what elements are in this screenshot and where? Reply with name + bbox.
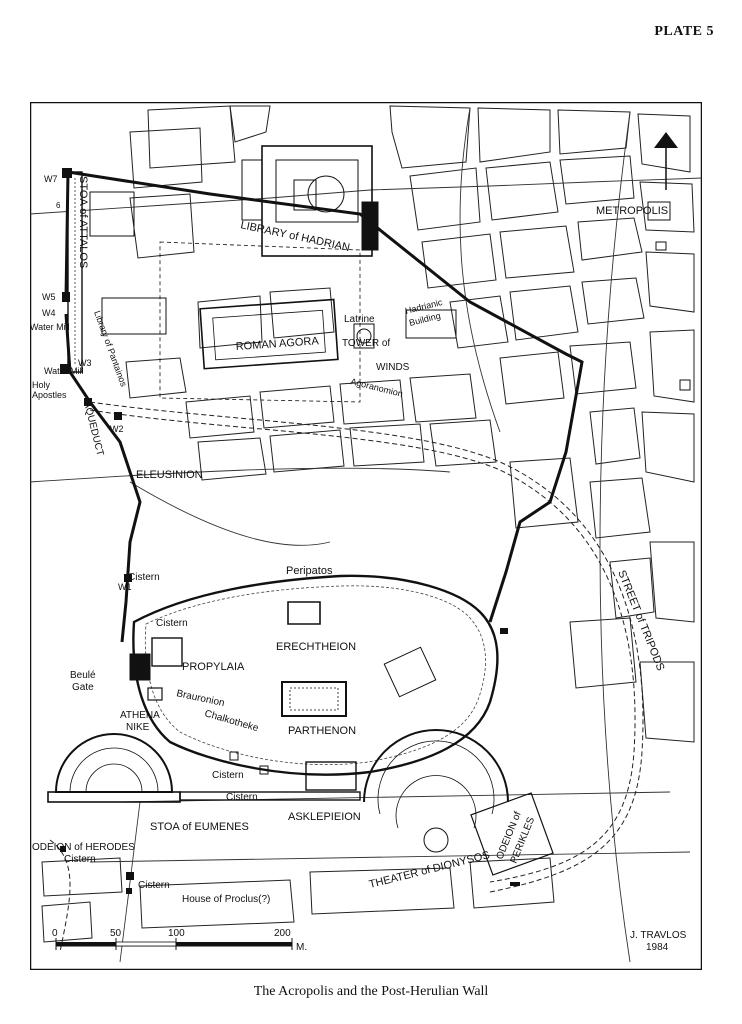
label-cistern-5: Cistern: [64, 854, 96, 865]
label-parthenon: PARTHENON: [288, 725, 356, 737]
city-blocks: [41, 105, 695, 943]
label-peripatos: Peripatos: [286, 565, 333, 577]
label-metropolis: METROPOLIS: [596, 205, 668, 217]
label-w5: W5: [42, 292, 56, 302]
roman-agora: [159, 241, 457, 403]
scale-tick-50: 50: [110, 928, 122, 939]
label-cistern-2: Cistern: [156, 618, 188, 629]
label-w2: W2: [110, 424, 124, 434]
scale-tick-0: 0: [52, 928, 58, 939]
parthenon-plan: [281, 681, 347, 717]
dashed-routes: [49, 401, 644, 953]
label-beule-1: Beulé: [70, 670, 96, 681]
map-svg: 0 50 100 200 M. J. TRAVLOS 1984 METROPOL…: [30, 102, 702, 970]
scale-unit: M.: [296, 942, 307, 953]
scale-tick-200: 200: [274, 928, 291, 939]
scale-bar: 0 50 100 200 M.: [52, 928, 307, 953]
label-athena-2: NIKE: [126, 722, 150, 733]
label-cistern-4: Cistern: [226, 792, 258, 803]
label-holy-apostles-2: Apostles: [32, 390, 67, 400]
label-w7: W7: [44, 174, 58, 184]
map-caption: The Acropolis and the Post-Herulian Wall: [253, 984, 489, 999]
label-w6: 6: [56, 201, 61, 210]
label-latrine: Latrine: [344, 314, 375, 325]
label-odeion-herodes: ODEION of HERODES: [32, 842, 135, 853]
label-beule-2: Gate: [72, 682, 94, 693]
acropolis-buildings: [129, 601, 437, 775]
label-w3: W3: [78, 358, 92, 368]
label-holy-apostles-1: Holy: [32, 380, 51, 390]
label-propylaia: PROPYLAIA: [182, 661, 245, 673]
plate-number: PLATE 5: [654, 24, 714, 39]
label-w1: W1: [118, 582, 132, 592]
north-arrow-icon: [654, 132, 678, 190]
label-house-proclus: House of Proclus(?): [182, 894, 270, 905]
map-labels: METROPOLIS STOA of ATTALOS LIBRARY of HA…: [30, 174, 668, 905]
post-herulian-wall: [64, 170, 584, 643]
metropolis: [647, 201, 691, 391]
label-athena-1: ATHENA: [120, 710, 160, 721]
label-stoa-eumenes: STOA of EUMENES: [150, 821, 249, 833]
theater-of-dionysos: [363, 729, 554, 876]
odeion-of-herodes: [47, 733, 181, 803]
scale-tick-100: 100: [168, 928, 185, 939]
label-eleusinion: ELEUSINION: [136, 469, 203, 481]
label-cistern-6: Cistern: [138, 880, 170, 891]
label-cistern-1: Cistern: [128, 572, 160, 583]
wall-towers: [60, 168, 520, 886]
label-erechtheion: ERECHTHEION: [276, 641, 356, 653]
stoa-of-eumenes: [179, 761, 361, 801]
map: 0 50 100 200 M. J. TRAVLOS 1984 METROPOL…: [30, 102, 702, 970]
erechtheion-plan: [287, 601, 321, 625]
label-stoa-attalos: STOA of ATTALOS: [77, 176, 89, 268]
label-cistern-3: Cistern: [212, 770, 244, 781]
beule-gate-plan: [129, 653, 151, 681]
cisterns-south: [60, 846, 134, 894]
label-w4: W4: [42, 308, 56, 318]
athena-nike-plan: [147, 687, 163, 701]
label-asklepieion: ASKLEPIEION: [288, 811, 361, 823]
label-water-mill-2: Water Mill: [44, 366, 84, 376]
credit-year: 1984: [646, 942, 669, 953]
credit-author: J. TRAVLOS: [630, 930, 687, 941]
propylaia-plan: [151, 637, 183, 667]
label-tower-winds-2: WINDS: [376, 362, 410, 373]
label-tower-winds-1: TOWER of: [342, 338, 390, 349]
label-roman-agora: ROMAN AGORA: [235, 335, 319, 353]
acropolis-rock: [132, 574, 499, 776]
label-water-mill-1: Water Mill: [30, 322, 70, 332]
